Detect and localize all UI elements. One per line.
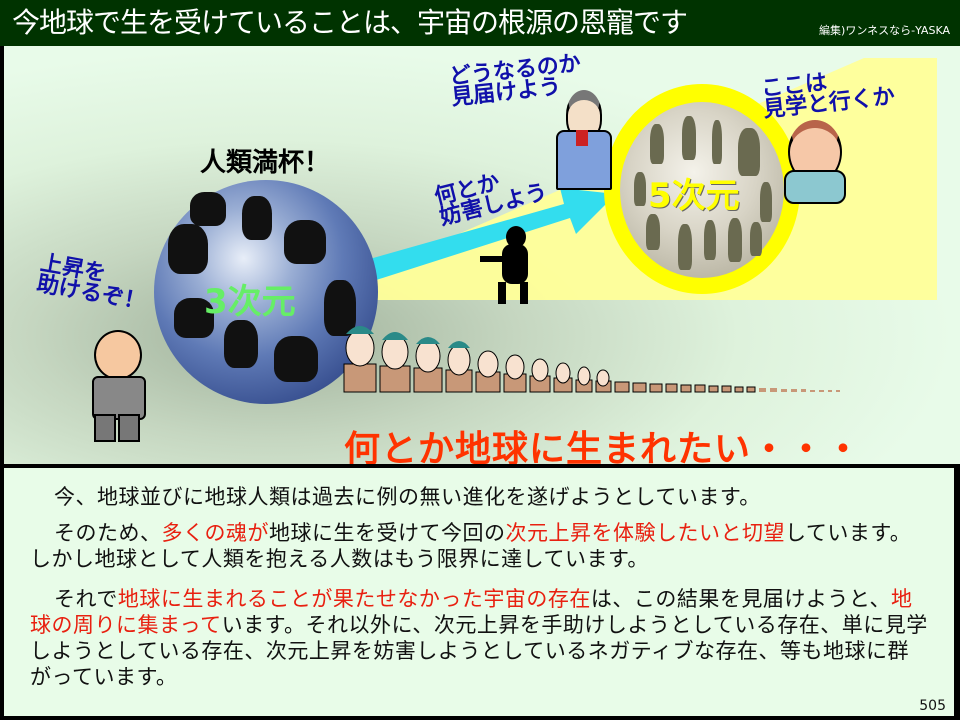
slide-title: 今地球で生を受けていることは、宇宙の根源の恩寵です bbox=[12, 6, 688, 39]
helper-character bbox=[78, 330, 158, 442]
paragraph-3: それで地球に生まれることが果たせなかった宇宙の存在は、この結果を見届けようと、地… bbox=[30, 587, 928, 689]
page-number: 505 bbox=[919, 698, 946, 714]
illustration-panel: 5次元 3次元 人類満杯！ 上昇を 助けるぞ！ 何とか 妨害しよう どうなるのか bbox=[4, 46, 960, 464]
globe-5d-label: 5次元 bbox=[648, 176, 740, 216]
queue-caption: 何とか地球に生まれたい・・・ bbox=[344, 429, 863, 464]
watcher-character bbox=[554, 90, 614, 190]
waiting-souls-queue bbox=[343, 326, 840, 393]
hinderer-silhouette bbox=[480, 226, 550, 306]
highlight-many-souls: 多くの魂が bbox=[161, 521, 269, 545]
paragraph-1: 今、地球並びに地球人類は過去に例の無い進化を遂げようとしています。 bbox=[54, 485, 761, 509]
paragraph-2: そのため、多くの魂が地球に生を受けて今回の次元上昇を体験したいと切望しています。… bbox=[30, 521, 912, 571]
credit-text: 編集)ワンネスなら-YASKA bbox=[819, 24, 950, 37]
highlight-unborn-beings: 地球に生まれることが果たせなかった宇宙の存在 bbox=[117, 587, 591, 611]
globe-5d bbox=[620, 102, 784, 278]
highlight-gathering: 地球の周りに集まって bbox=[30, 587, 913, 637]
highlight-ascension-wish: 次元上昇を体験したいと切望 bbox=[505, 521, 785, 545]
section-divider bbox=[0, 464, 960, 468]
title-bar: 今地球で生を受けていることは、宇宙の根源の恩寵です 編集)ワンネスなら-YASK… bbox=[0, 0, 960, 46]
crowded-headline: 人類満杯！ bbox=[200, 148, 331, 178]
body-text-panel: 今、地球並びに地球人類は過去に例の無い進化を遂げようとしています。 そのため、多… bbox=[4, 468, 956, 716]
globe-3d-label: 3次元 bbox=[204, 282, 296, 322]
globe-3d bbox=[154, 180, 378, 404]
visitor-character bbox=[782, 120, 846, 204]
